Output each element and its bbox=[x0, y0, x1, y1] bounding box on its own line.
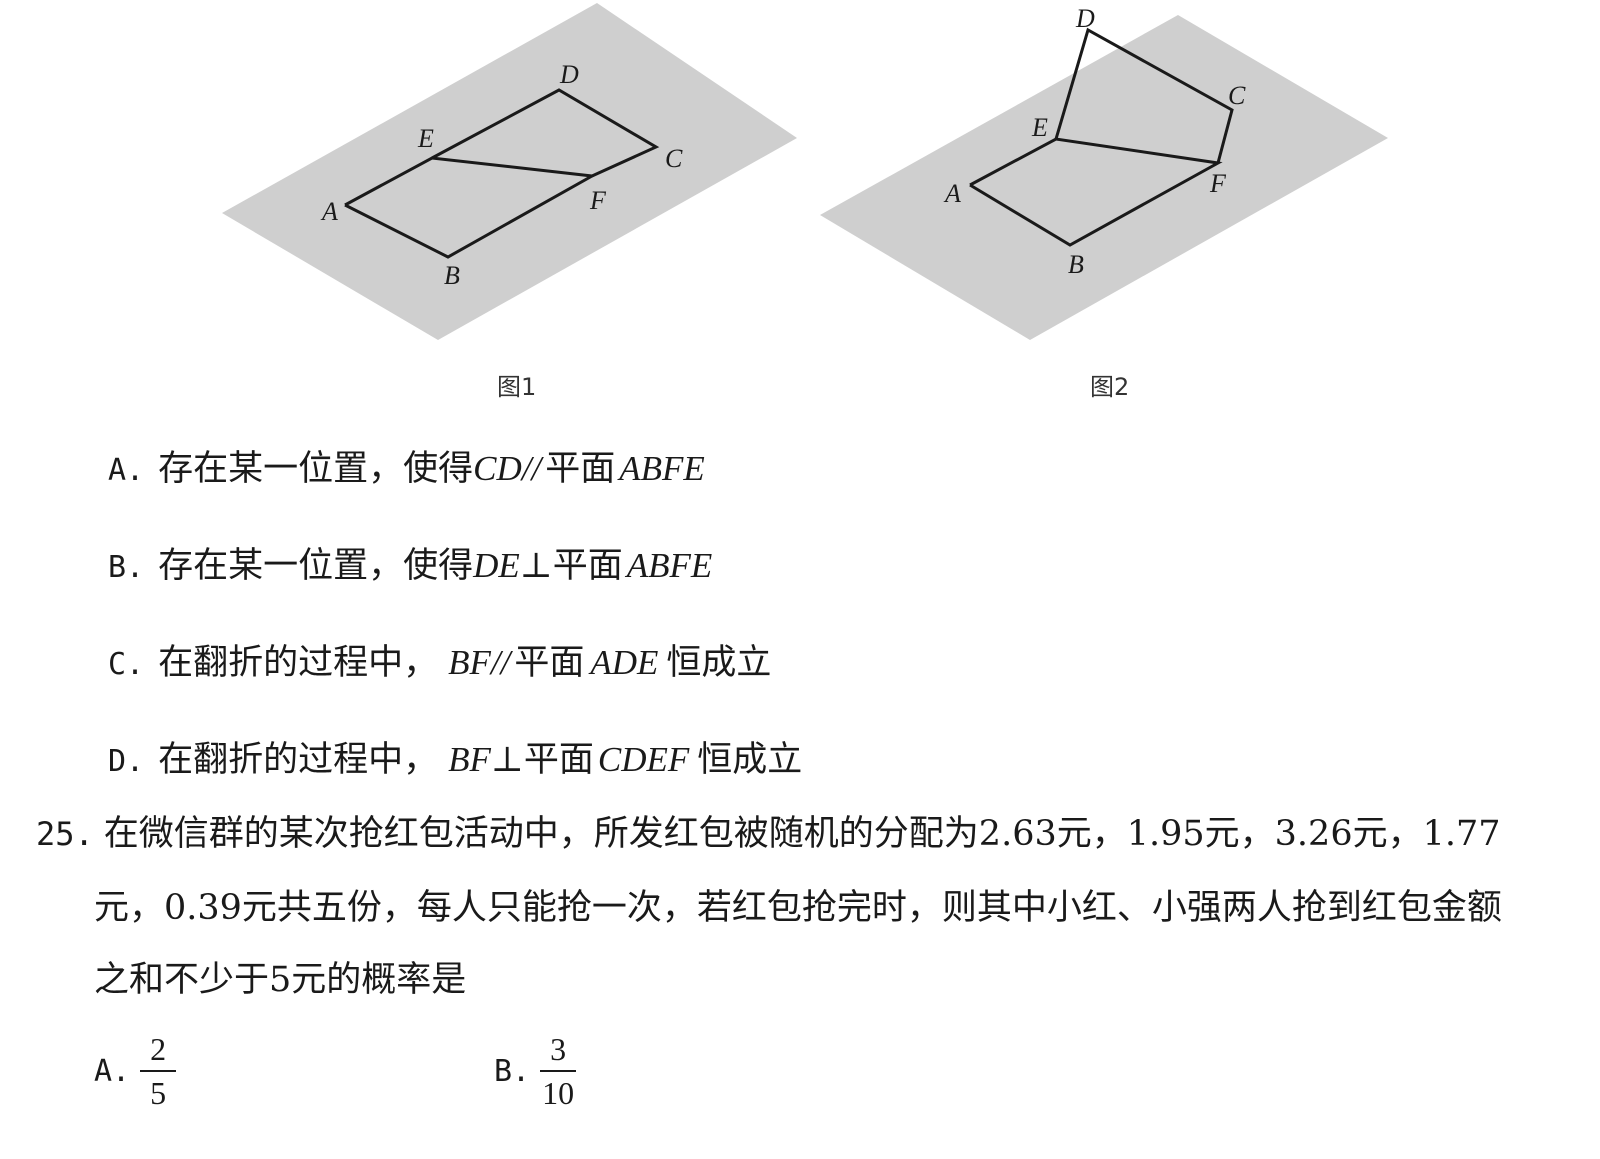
q25-line-3: 之和不少于5元的概率是 bbox=[94, 958, 466, 1002]
question-text: 元，0.39元共五份，每人只能抢一次，若红包抢完时，则其中小红、小强两人抢到红包… bbox=[94, 888, 1502, 928]
option-math: CDEF bbox=[597, 740, 690, 779]
option-math: CD// bbox=[473, 449, 542, 488]
q25-choice-b: B. 3 10 bbox=[494, 1030, 577, 1112]
quadrilateral-efcd bbox=[431, 88, 660, 178]
option-key: A. bbox=[108, 453, 145, 488]
q25-line-1: 25.在微信群的某次抢红包活动中，所发红包被随机的分配为2.63元，1.95元，… bbox=[36, 812, 1501, 856]
question-text: 在微信群的某次抢红包活动中，所发红包被随机的分配为2.63元，1.95元，3.2… bbox=[103, 814, 1501, 854]
option-text: 恒成立 bbox=[666, 643, 772, 683]
figure-1-diagram: D E C F A B bbox=[222, 3, 797, 340]
option-text: 存在某一位置，使得 bbox=[158, 449, 474, 489]
figure-2-caption: 图2 bbox=[1090, 373, 1130, 401]
option-key: B. bbox=[108, 550, 145, 585]
option-text: 在翻折的过程中， bbox=[158, 643, 439, 683]
label-f: F bbox=[589, 186, 607, 215]
option-text: 在翻折的过程中， bbox=[158, 740, 439, 780]
option-text: 平面 bbox=[514, 643, 585, 683]
numerator: 3 bbox=[550, 1031, 567, 1067]
option-text: 平面 bbox=[552, 546, 623, 586]
plane-2 bbox=[820, 15, 1388, 340]
label-d: D bbox=[1075, 4, 1095, 33]
plane-1 bbox=[222, 3, 797, 340]
q25-choice-a: A. 2 5 bbox=[94, 1030, 177, 1112]
option-math: BF⊥ bbox=[448, 740, 524, 779]
option-text: 存在某一位置，使得 bbox=[158, 546, 474, 586]
figure-2-diagram: D C E F A B bbox=[820, 4, 1388, 340]
option-math: ABFE bbox=[626, 546, 713, 585]
option-math: DE⊥ bbox=[473, 546, 553, 585]
label-f: F bbox=[1209, 169, 1227, 198]
choice-key: B. bbox=[494, 1053, 531, 1089]
option-text: 平面 bbox=[545, 449, 616, 489]
option-text: 恒成立 bbox=[697, 740, 803, 780]
option-text: 平面 bbox=[523, 740, 594, 780]
label-b: B bbox=[1068, 250, 1084, 279]
denominator: 10 bbox=[542, 1075, 575, 1111]
fraction: 3 10 bbox=[540, 1030, 577, 1112]
figure-2: D C E F A B 图2 bbox=[800, 0, 1400, 420]
option-math: ADE bbox=[590, 643, 659, 682]
label-c: C bbox=[665, 144, 683, 173]
choice-key: A. bbox=[94, 1053, 131, 1089]
fraction: 2 5 bbox=[140, 1030, 177, 1112]
numerator: 2 bbox=[150, 1031, 167, 1067]
fraction-bar bbox=[140, 1070, 177, 1072]
figure-1: D E C F A B 图1 bbox=[200, 0, 820, 420]
label-e: E bbox=[1031, 113, 1048, 142]
label-e: E bbox=[417, 124, 434, 153]
question-text: 之和不少于5元的概率是 bbox=[94, 960, 467, 1000]
quadrilateral-efcd bbox=[1054, 27, 1234, 164]
label-b: B bbox=[444, 261, 460, 290]
option-key: C. bbox=[108, 647, 145, 682]
figure-1-caption: 图1 bbox=[497, 373, 537, 401]
label-a: A bbox=[320, 197, 338, 226]
option-key: D. bbox=[108, 744, 145, 779]
q25-line-2: 元，0.39元共五份，每人只能抢一次，若红包抢完时，则其中小红、小强两人抢到红包… bbox=[94, 886, 1502, 930]
option-math: ABFE bbox=[619, 449, 705, 488]
question-number: 25. bbox=[36, 815, 94, 853]
fraction-bar bbox=[540, 1070, 577, 1072]
denominator: 5 bbox=[150, 1075, 167, 1111]
option-math: BF// bbox=[448, 643, 511, 682]
label-a: A bbox=[943, 179, 961, 208]
label-d: D bbox=[559, 60, 579, 89]
label-c: C bbox=[1228, 81, 1246, 110]
